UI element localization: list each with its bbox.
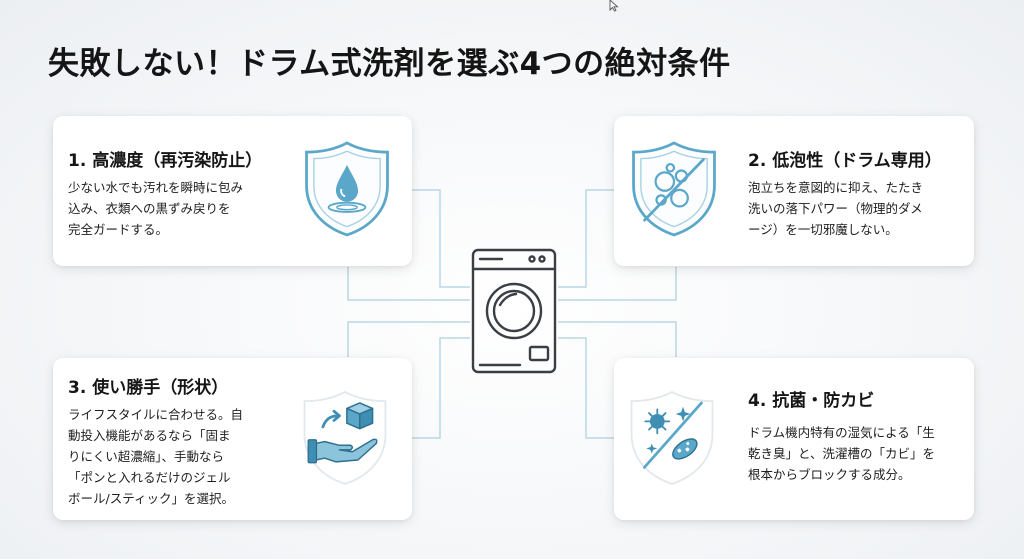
card-heading: 4. 抗菌・防カビ [748, 391, 875, 411]
antibacterial-shield-icon [630, 390, 714, 485]
card-line: 少ない水でも汚れを瞬時に包み [68, 180, 244, 195]
card-line: 「ポンと入れるだけのジェル [68, 470, 231, 485]
card-body: ライフスタイルに合わせる。自 動投入機能があるなら「固ま りにくい超濃縮」、手動… [68, 404, 243, 509]
card-line: ライフスタイルに合わせる。自 [68, 407, 244, 422]
hand-cube-shield-icon [303, 390, 387, 485]
card-heading: 2. 低泡性（ドラム専用） [748, 151, 942, 171]
card-line: 根本からブロックする成分。 [748, 467, 911, 482]
card-line: 動投入機能があるなら「固ま [68, 428, 231, 443]
page-title: 失敗しない！ドラム式洗剤を選ぶ4つの絶対条件 [48, 46, 731, 82]
water-drop-shield-icon [305, 141, 389, 237]
condition-card-2: 2. 低泡性（ドラム専用） 泡立ちを意図的に抑え、たたき 洗いの落下パワー（物理… [614, 116, 974, 266]
card-body: ドラム機内特有の湿気による「生 乾き臭」と、洗濯槽の「カビ」を 根本からブロック… [748, 422, 935, 485]
card-line: ージ）を一切邪魔しない。 [748, 222, 898, 237]
card-heading: 3. 使い勝手（形状） [68, 378, 229, 398]
condition-card-3: 3. 使い勝手（形状） ライフスタイルに合わせる。自 動投入機能があるなら「固ま… [53, 358, 412, 520]
condition-card-4: 4. 抗菌・防カビ ドラム機内特有の湿気による「生 乾き臭」と、洗濯槽の「カビ」… [614, 358, 974, 520]
card-heading: 1. 高濃度（再汚染防止） [68, 151, 263, 171]
mouse-cursor-icon [609, 0, 619, 12]
no-bubbles-shield-icon [632, 141, 716, 237]
card-line: 込み、衣類への黒ずみ戻りを [68, 201, 231, 216]
card-line: りにくい超濃縮」、手動なら [68, 449, 225, 464]
card-line: 泡立ちを意図的に抑え、たたき [748, 180, 924, 195]
condition-card-1: 1. 高濃度（再汚染防止） 少ない水でも汚れを瞬時に包み 込み、衣類への黒ずみ戻… [53, 116, 412, 266]
card-body: 少ない水でも汚れを瞬時に包み 込み、衣類への黒ずみ戻りを 完全ガードする。 [68, 177, 243, 240]
card-line: ドラム機内特有の湿気による「生 [748, 425, 935, 440]
washing-machine-icon [471, 248, 557, 374]
card-line: ボール/スティック」を選択。 [68, 491, 234, 506]
card-body: 泡立ちを意図的に抑え、たたき 洗いの落下パワー（物理的ダメ ージ）を一切邪魔しな… [748, 177, 923, 240]
card-line: 完全ガードする。 [68, 222, 169, 237]
card-line: 洗いの落下パワー（物理的ダメ [748, 201, 923, 216]
card-line: 乾き臭」と、洗濯槽の「カビ」を [748, 446, 936, 461]
